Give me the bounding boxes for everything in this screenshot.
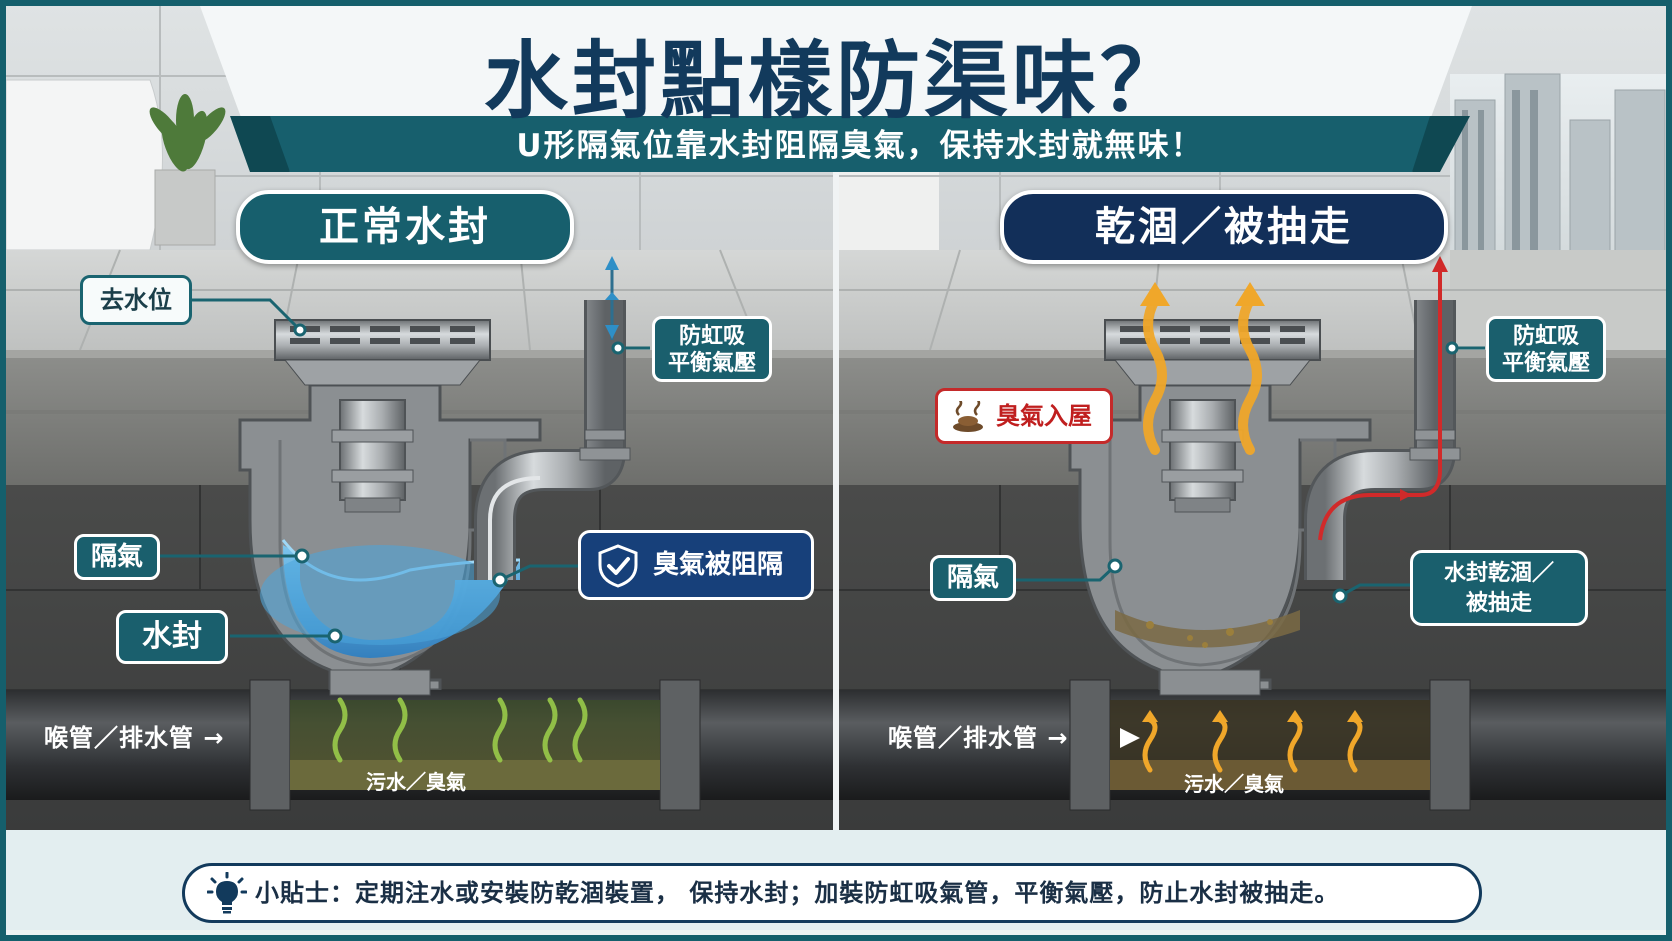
left-vent-label-line2: 平衡氣壓 (667, 351, 756, 376)
lightbulb-icon (207, 872, 247, 914)
right-trap-label: 隔氣 (930, 555, 1016, 601)
title-backdrop (200, 6, 1472, 120)
left-trap-assembly (238, 256, 631, 692)
left-pipe-label: 喉管／排水管 → (44, 724, 225, 752)
left-vent-label: 防虹吸 平衡氣壓 (652, 316, 772, 382)
right-vent-label: 防虹吸 平衡氣壓 (1486, 316, 1606, 382)
left-panel-heading: 正常水封 (236, 190, 574, 264)
page-subtitle: U形隔氣位靠水封阻隔臭氣，保持水封就無味！ (516, 128, 1204, 164)
page-title: 水封點樣防渠味？ (483, 32, 1188, 130)
right-drain-pipe (839, 669, 1666, 811)
right-sewage-label: 污水／臭氣 (1184, 772, 1284, 796)
tip-text: 小貼士：定期注水或安裝防乾涸裝置， 保持水封；加裝防虹吸氣管，平衡氣壓，防止水封… (255, 879, 1340, 907)
panel-divider (833, 6, 839, 830)
dry-seal-label: 水封乾涸／ 被抽走 (1410, 550, 1588, 626)
right-pipe-label: 喉管／排水管 → (888, 724, 1069, 752)
odor-in-label: 臭氣入屋 (935, 388, 1113, 444)
odor-blocked-text: 臭氣被阻隔 (653, 550, 784, 580)
left-trap-label: 隔氣 (74, 534, 160, 580)
left-vent-label-line1: 防虹吸 (678, 324, 745, 349)
right-trap-assembly (1068, 256, 1461, 692)
drain-label: 去水位 (80, 275, 192, 325)
odor-in-text: 臭氣入屋 (996, 402, 1092, 430)
subtitle-ribbon (260, 116, 1440, 172)
odor-swirl-icon (953, 401, 983, 432)
leader-lines (160, 298, 1485, 644)
tip-banner: 小貼士：定期注水或安裝防乾涸裝置， 保持水封；加裝防虹吸氣管，平衡氣壓，防止水封… (182, 863, 1482, 923)
right-vent-label-line2: 平衡氣壓 (1501, 351, 1590, 376)
water-seal-label: 水封 (116, 610, 228, 664)
right-panel-heading: 乾涸／被抽走 (1000, 190, 1448, 264)
shield-icon (598, 544, 638, 588)
odor-blocked-label: 臭氣被阻隔 (578, 530, 814, 600)
pipe-flow-arrows (1120, 728, 1140, 748)
dry-seal-label-line2: 被抽走 (1465, 591, 1532, 616)
dry-seal-label-line1: 水封乾涸／ (1443, 561, 1554, 586)
left-sewage-label: 污水／臭氣 (366, 770, 466, 794)
left-drain-pipe (6, 669, 833, 811)
right-vent-label-line1: 防虹吸 (1512, 324, 1579, 349)
